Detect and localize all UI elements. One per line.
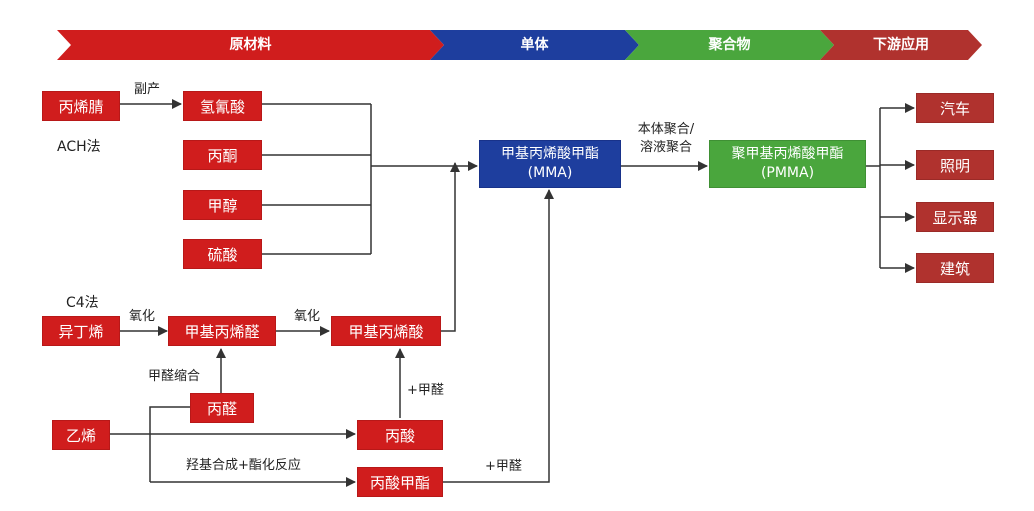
node-pmma-name: 聚甲基丙烯酸甲酯 <box>731 146 844 162</box>
label-formaldehyde-condensation: 甲醛缩合 <box>148 369 201 384</box>
banner-label-monomer: 单体 <box>520 37 549 53</box>
banner-raw-materials <box>57 30 444 60</box>
node-acetone: 丙酮 <box>183 140 262 170</box>
banner-monomer <box>430 30 639 60</box>
node-methacrolein: 甲基丙烯醛 <box>168 316 276 346</box>
label-plus-formaldehyde-2: +甲醛 <box>485 459 522 474</box>
node-sulfuric-acid: 硫酸 <box>183 239 262 269</box>
banner-label-raw-materials: 原材料 <box>229 37 272 53</box>
node-methanol: 甲醇 <box>183 190 262 220</box>
banner-label-downstream: 下游应用 <box>873 37 929 53</box>
node-mma-name: 甲基丙烯酸甲酯 <box>501 146 599 162</box>
label-hydroformylation-esterification: 羟基合成+酯化反应 <box>186 458 301 473</box>
label-oxidation-1: 氧化 <box>129 309 156 324</box>
arrow-methyl-propionate-to-mma <box>443 189 554 483</box>
node-propionic-acid: 丙酸 <box>357 420 443 450</box>
node-app-lighting: 照明 <box>916 150 994 180</box>
node-hcn: 氢氰酸 <box>183 91 262 121</box>
line-propanal-branch <box>149 406 190 482</box>
node-mma-abbr: (MMA) <box>527 165 573 181</box>
label-byproduct: 副产 <box>134 82 161 97</box>
label-ach-method: ACH法 <box>57 139 101 155</box>
node-app-display: 显示器 <box>916 202 994 232</box>
label-oxidation-2: 氧化 <box>294 309 321 324</box>
node-mma: 甲基丙烯酸甲酯 (MMA) <box>479 140 621 188</box>
node-pmma-abbr: (PMMA) <box>760 165 815 181</box>
node-methyl-propionate: 丙酸甲酯 <box>357 467 443 497</box>
label-plus-formaldehyde-1: +甲醛 <box>407 383 444 398</box>
node-app-construction: 建筑 <box>916 253 994 283</box>
label-bulk-polymerization: 本体聚合/ <box>637 122 695 137</box>
label-c4-method: C4法 <box>66 295 99 311</box>
arrow-methacrylic-to-mma <box>441 162 460 332</box>
node-methacrylic-acid: 甲基丙烯酸 <box>331 316 441 346</box>
banner-downstream <box>820 30 982 60</box>
stage-banner <box>57 30 982 60</box>
node-app-auto: 汽车 <box>916 93 994 123</box>
banner-label-polymer: 聚合物 <box>708 37 751 53</box>
label-solution-polymerization: 溶液聚合 <box>639 140 692 155</box>
node-propanal: 丙醛 <box>190 393 254 423</box>
node-ethylene: 乙烯 <box>52 420 110 450</box>
banner-polymer <box>625 30 834 60</box>
node-isobutylene: 异丁烯 <box>42 316 120 346</box>
node-acrylonitrile: 丙烯腈 <box>42 91 120 121</box>
node-pmma: 聚甲基丙烯酸甲酯 (PMMA) <box>709 140 866 188</box>
